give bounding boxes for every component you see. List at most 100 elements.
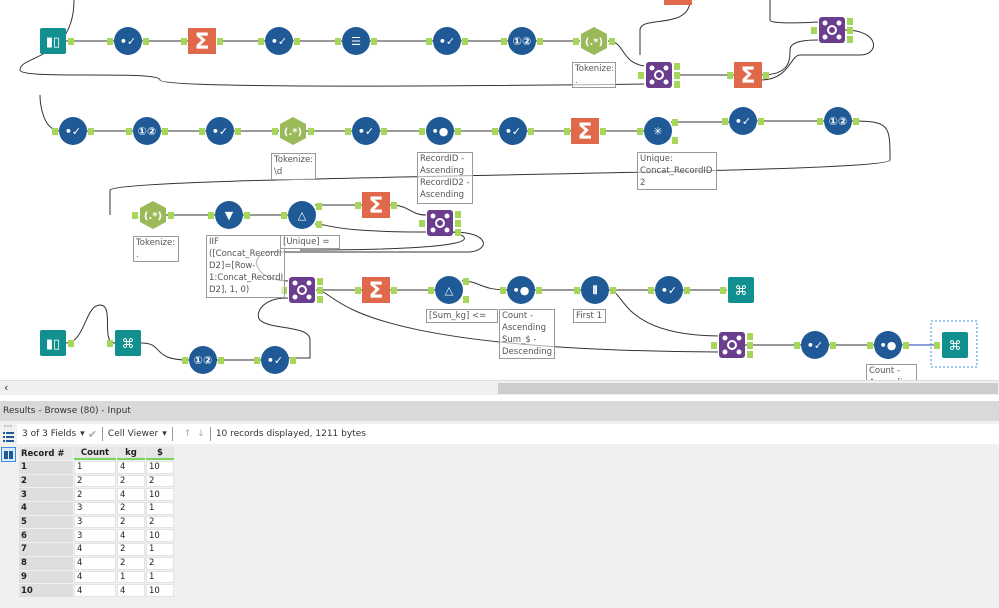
connection-anchor[interactable] — [455, 229, 461, 236]
unique-tool[interactable]: ✳ — [637, 117, 678, 145]
connection-anchor[interactable] — [371, 38, 377, 45]
join-tool[interactable] — [419, 210, 461, 236]
connection-anchor[interactable] — [316, 203, 322, 210]
connection-anchor[interactable] — [463, 296, 469, 303]
select-tool[interactable]: •✓ — [648, 276, 690, 304]
connection-anchor[interactable] — [308, 128, 314, 135]
connection-anchor[interactable] — [747, 333, 753, 340]
table-cell[interactable]: 2 — [117, 502, 145, 515]
connection-anchor[interactable] — [217, 38, 223, 45]
regex-tool[interactable]: (.*) — [132, 201, 174, 229]
filter-tool[interactable]: △ — [428, 276, 469, 304]
append-tool[interactable]: ☰ — [335, 27, 377, 55]
connection-anchor[interactable] — [391, 202, 397, 209]
select-tool[interactable]: •✓ — [492, 117, 534, 145]
connection-anchor[interactable] — [182, 357, 188, 364]
connection-anchor[interactable] — [903, 342, 909, 349]
connection-anchor[interactable] — [573, 38, 579, 45]
table-cell[interactable]: 2 — [117, 474, 145, 488]
connection-anchor[interactable] — [290, 357, 296, 364]
record-number-cell[interactable]: 9 — [19, 570, 73, 584]
select-tool[interactable]: •✓ — [107, 27, 149, 55]
record-number-cell[interactable]: 10 — [19, 584, 73, 597]
table-cell[interactable]: 4 — [74, 543, 116, 556]
filter-tool[interactable]: △ — [281, 201, 322, 229]
table-cell[interactable]: 4 — [117, 461, 145, 474]
connection-anchor[interactable] — [254, 357, 260, 364]
connection-anchor[interactable] — [88, 128, 94, 135]
connection-anchor[interactable] — [536, 287, 542, 294]
sort-tool[interactable]: •● — [419, 117, 461, 145]
browse-tool[interactable]: ⌘ — [107, 330, 141, 356]
record-id-tool[interactable]: ①② — [182, 346, 224, 374]
arrow-up-icon[interactable]: ↑ — [183, 429, 192, 439]
select-tool[interactable]: •✓ — [254, 346, 296, 374]
table-cell[interactable]: 2 — [146, 556, 174, 570]
connection-anchor[interactable] — [492, 128, 498, 135]
connection-anchor[interactable] — [500, 287, 506, 294]
connection-anchor[interactable] — [355, 287, 361, 294]
summarize-tool[interactable]: Σ — [355, 277, 397, 304]
connection-anchor[interactable] — [208, 212, 214, 219]
table-cell[interactable]: 2 — [74, 474, 116, 488]
browse-tool[interactable]: ⌘ — [930, 320, 978, 368]
input-data-tool[interactable]: ▮▯ — [40, 330, 74, 356]
table-cell[interactable]: 2 — [117, 556, 145, 570]
connection-anchor[interactable] — [455, 128, 461, 135]
scroll-left-icon[interactable]: ‹ — [4, 381, 9, 394]
connection-anchor[interactable] — [847, 36, 853, 43]
table-cell[interactable]: 4 — [117, 584, 145, 597]
connection-anchor[interactable] — [934, 342, 940, 349]
summarize-tool[interactable]: Σ — [355, 192, 397, 219]
select-tool[interactable]: •✓ — [52, 117, 94, 145]
regex-tool[interactable]: (.*) — [272, 117, 314, 145]
connection-anchor[interactable] — [501, 38, 507, 45]
connection-anchor[interactable] — [317, 278, 323, 285]
connection-anchor[interactable] — [674, 81, 680, 88]
connection-anchor[interactable] — [747, 351, 753, 358]
table-cell[interactable]: 3 — [74, 502, 116, 515]
table-cell[interactable]: 10 — [146, 488, 174, 502]
horizontal-scrollbar[interactable]: ‹ — [0, 380, 999, 395]
connection-anchor[interactable] — [132, 212, 138, 219]
table-cell[interactable]: 10 — [146, 584, 174, 597]
connection-anchor[interactable] — [107, 340, 113, 347]
connection-anchor[interactable] — [52, 128, 58, 135]
table-cell[interactable]: 1 — [146, 570, 174, 584]
table-cell[interactable]: 2 — [146, 515, 174, 529]
connection-anchor[interactable] — [317, 287, 323, 294]
connection-anchor[interactable] — [455, 211, 461, 218]
table-cell[interactable]: 2 — [117, 515, 145, 529]
join-tool[interactable] — [711, 332, 753, 358]
connection-anchor[interactable] — [528, 128, 534, 135]
connection-anchor[interactable] — [428, 287, 434, 294]
table-cell[interactable]: 1 — [117, 570, 145, 584]
connection-anchor[interactable] — [847, 18, 853, 25]
browse-tool[interactable]: ⌘ — [720, 277, 754, 303]
select-tool[interactable]: •✓ — [345, 117, 387, 145]
connection-anchor[interactable] — [674, 72, 680, 79]
connection-anchor[interactable] — [162, 128, 168, 135]
connection-anchor[interactable] — [244, 212, 250, 219]
record-number-cell[interactable]: 7 — [19, 543, 73, 556]
connection-anchor[interactable] — [672, 119, 678, 126]
table-cell[interactable]: 1 — [146, 502, 174, 515]
connection-anchor[interactable] — [564, 128, 570, 135]
connection-anchor[interactable] — [763, 72, 769, 79]
fields-selector[interactable]: 3 of 3 Fields — [22, 429, 77, 439]
connection-anchor[interactable] — [143, 38, 149, 45]
record-number-cell[interactable]: 1 — [19, 461, 73, 474]
table-cell[interactable]: 10 — [146, 529, 174, 543]
record-number-cell[interactable]: 4 — [19, 502, 73, 515]
connection-anchor[interactable] — [317, 296, 323, 303]
connection-anchor[interactable] — [345, 128, 351, 135]
record-number-cell[interactable]: 3 — [19, 488, 73, 502]
connection-anchor[interactable] — [272, 128, 278, 135]
more-icon[interactable] — [4, 425, 12, 427]
connection-anchor[interactable] — [574, 287, 580, 294]
table-cell[interactable]: 1 — [74, 461, 116, 474]
